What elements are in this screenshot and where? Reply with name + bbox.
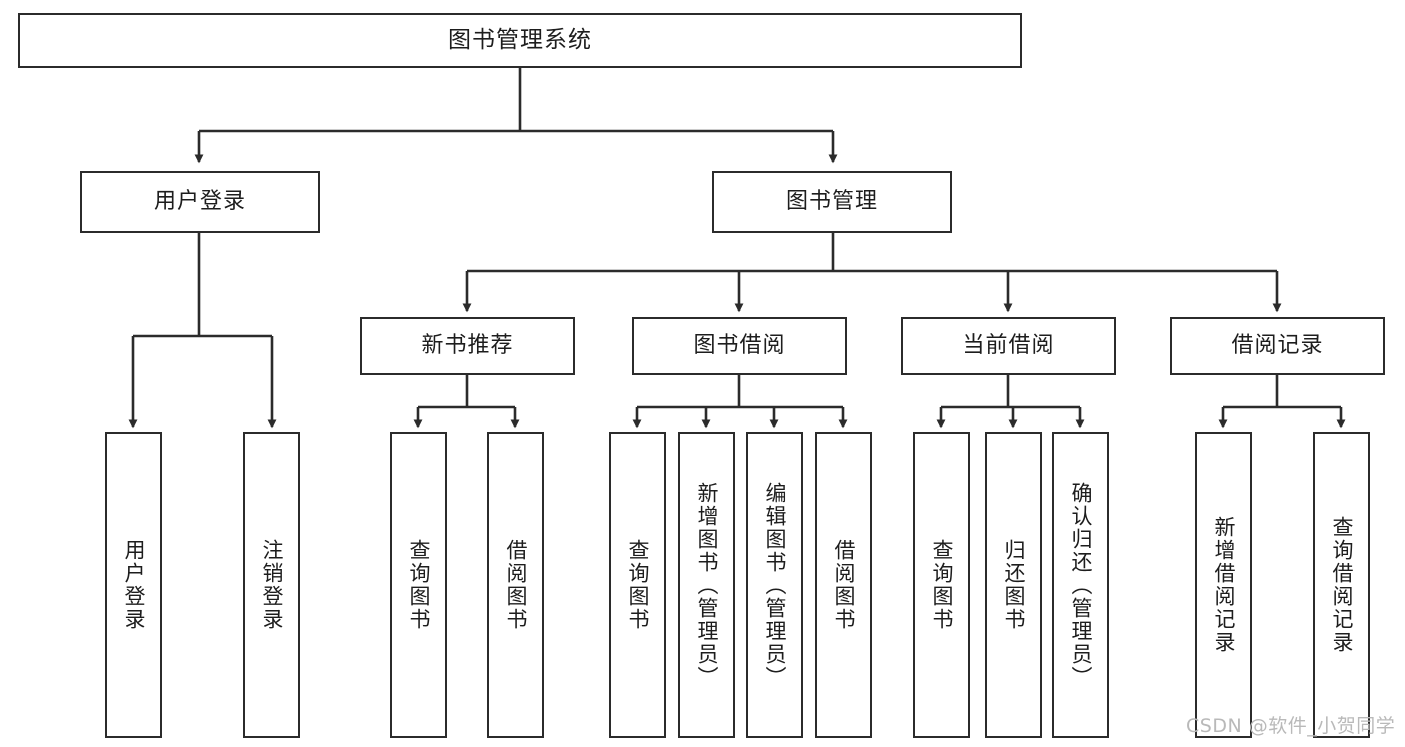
node-leaf-user-login-label: 用户登录 bbox=[122, 539, 146, 631]
node-leaf-confirm-return[interactable]: 确认归还（管理员） bbox=[1052, 432, 1109, 738]
node-leaf-user-login[interactable]: 用户登录 bbox=[105, 432, 162, 738]
node-leaf-borrow-book-1-label: 借阅图书 bbox=[504, 539, 528, 631]
node-leaf-query-book-3[interactable]: 查询图书 bbox=[913, 432, 970, 738]
node-book-manage[interactable]: 图书管理 bbox=[712, 171, 952, 233]
node-current-borrow-label: 当前借阅 bbox=[962, 333, 1055, 359]
node-leaf-return-book[interactable]: 归还图书 bbox=[985, 432, 1042, 738]
node-user-login[interactable]: 用户登录 bbox=[80, 171, 320, 233]
node-leaf-add-record[interactable]: 新增借阅记录 bbox=[1195, 432, 1252, 738]
watermark: CSDN @软件_小贺同学 bbox=[1186, 715, 1396, 737]
node-leaf-return-book-label: 归还图书 bbox=[1002, 539, 1026, 631]
node-borrow-record-label: 借阅记录 bbox=[1231, 333, 1324, 359]
node-new-book-recommend[interactable]: 新书推荐 bbox=[360, 317, 575, 375]
node-book-manage-label: 图书管理 bbox=[785, 189, 878, 215]
node-leaf-add-record-label: 新增借阅记录 bbox=[1212, 516, 1236, 654]
node-leaf-logout[interactable]: 注销登录 bbox=[243, 432, 300, 738]
node-borrow-record[interactable]: 借阅记录 bbox=[1170, 317, 1385, 375]
node-leaf-borrow-book-2-label: 借阅图书 bbox=[832, 539, 856, 631]
node-leaf-query-record[interactable]: 查询借阅记录 bbox=[1313, 432, 1370, 738]
node-new-book-recommend-label: 新书推荐 bbox=[421, 333, 514, 359]
node-leaf-borrow-book-1[interactable]: 借阅图书 bbox=[487, 432, 544, 738]
node-leaf-add-book[interactable]: 新增图书（管理员） bbox=[678, 432, 735, 738]
node-user-login-label: 用户登录 bbox=[153, 189, 246, 215]
node-leaf-query-book-3-label: 查询图书 bbox=[930, 539, 954, 631]
node-leaf-query-book-2[interactable]: 查询图书 bbox=[609, 432, 666, 738]
node-leaf-query-book-1[interactable]: 查询图书 bbox=[390, 432, 447, 738]
node-leaf-query-book-1-label: 查询图书 bbox=[407, 539, 431, 631]
node-leaf-query-book-2-label: 查询图书 bbox=[626, 539, 650, 631]
node-root[interactable]: 图书管理系统 bbox=[18, 13, 1022, 68]
node-leaf-logout-label: 注销登录 bbox=[260, 539, 284, 631]
node-current-borrow[interactable]: 当前借阅 bbox=[901, 317, 1116, 375]
node-leaf-edit-book-label: 编辑图书（管理员） bbox=[763, 481, 787, 689]
node-book-borrow-label: 图书借阅 bbox=[693, 333, 786, 359]
node-leaf-add-book-label: 新增图书（管理员） bbox=[695, 481, 719, 689]
node-root-label: 图书管理系统 bbox=[448, 26, 592, 53]
node-leaf-confirm-return-label: 确认归还（管理员） bbox=[1069, 481, 1093, 689]
node-leaf-query-record-label: 查询借阅记录 bbox=[1330, 516, 1354, 654]
node-leaf-borrow-book-2[interactable]: 借阅图书 bbox=[815, 432, 872, 738]
node-book-borrow[interactable]: 图书借阅 bbox=[632, 317, 847, 375]
node-leaf-edit-book[interactable]: 编辑图书（管理员） bbox=[746, 432, 803, 738]
